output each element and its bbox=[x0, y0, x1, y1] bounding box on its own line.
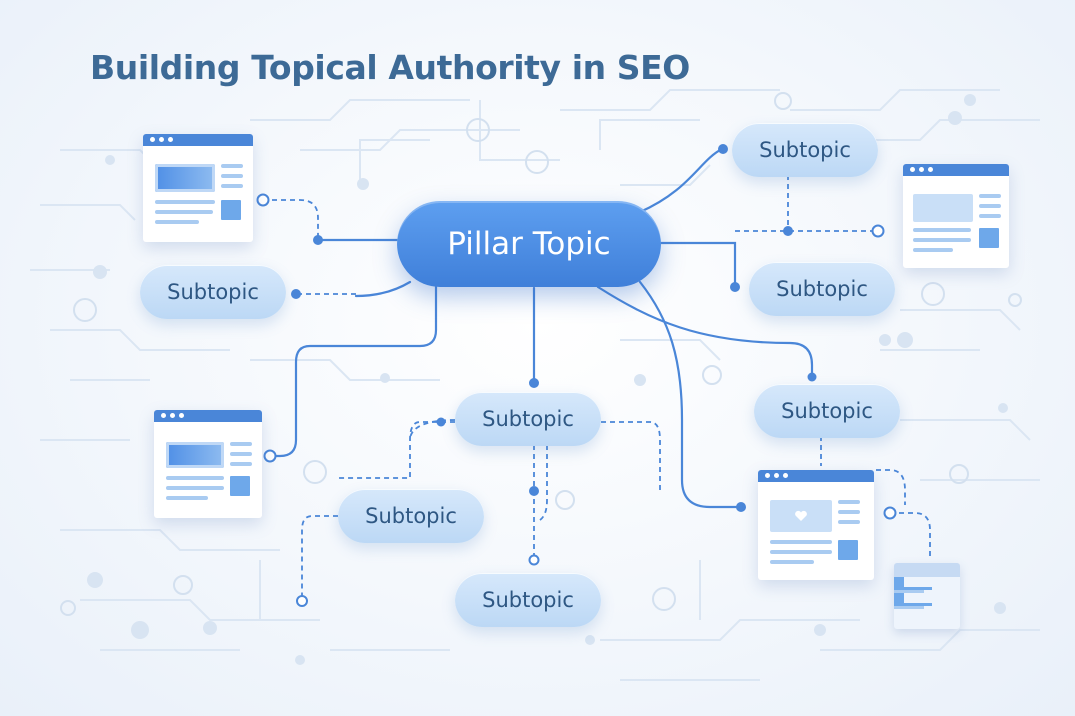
heart-icon bbox=[795, 510, 807, 521]
subtopic-node-right[interactable]: Subtopic bbox=[749, 262, 895, 316]
subtopic-label: Subtopic bbox=[776, 277, 868, 301]
subtopic-node-bottom[interactable]: Subtopic bbox=[455, 573, 601, 627]
pillar-topic-node[interactable]: Pillar Topic bbox=[397, 201, 661, 287]
webpage-icon bbox=[903, 164, 1009, 268]
subtopic-label: Subtopic bbox=[167, 280, 259, 304]
subtopic-node-lower-right[interactable]: Subtopic bbox=[754, 384, 900, 438]
subtopic-label: Subtopic bbox=[759, 138, 851, 162]
document-icon bbox=[894, 563, 960, 629]
subtopic-node-lower-left[interactable]: Subtopic bbox=[338, 489, 484, 543]
pillar-topic-label: Pillar Topic bbox=[447, 226, 611, 262]
subtopic-label: Subtopic bbox=[482, 588, 574, 612]
webpage-icon bbox=[143, 134, 253, 242]
webpage-icon bbox=[758, 470, 874, 580]
subtopic-label: Subtopic bbox=[781, 399, 873, 423]
subtopic-node-top-right[interactable]: Subtopic bbox=[732, 123, 878, 177]
webpage-icon bbox=[154, 410, 262, 518]
subtopic-label: Subtopic bbox=[365, 504, 457, 528]
subtopic-node-left[interactable]: Subtopic bbox=[140, 265, 286, 319]
subtopic-label: Subtopic bbox=[482, 407, 574, 431]
subtopic-node-center[interactable]: Subtopic bbox=[455, 392, 601, 446]
page-title: Building Topical Authority in SEO bbox=[90, 48, 690, 87]
